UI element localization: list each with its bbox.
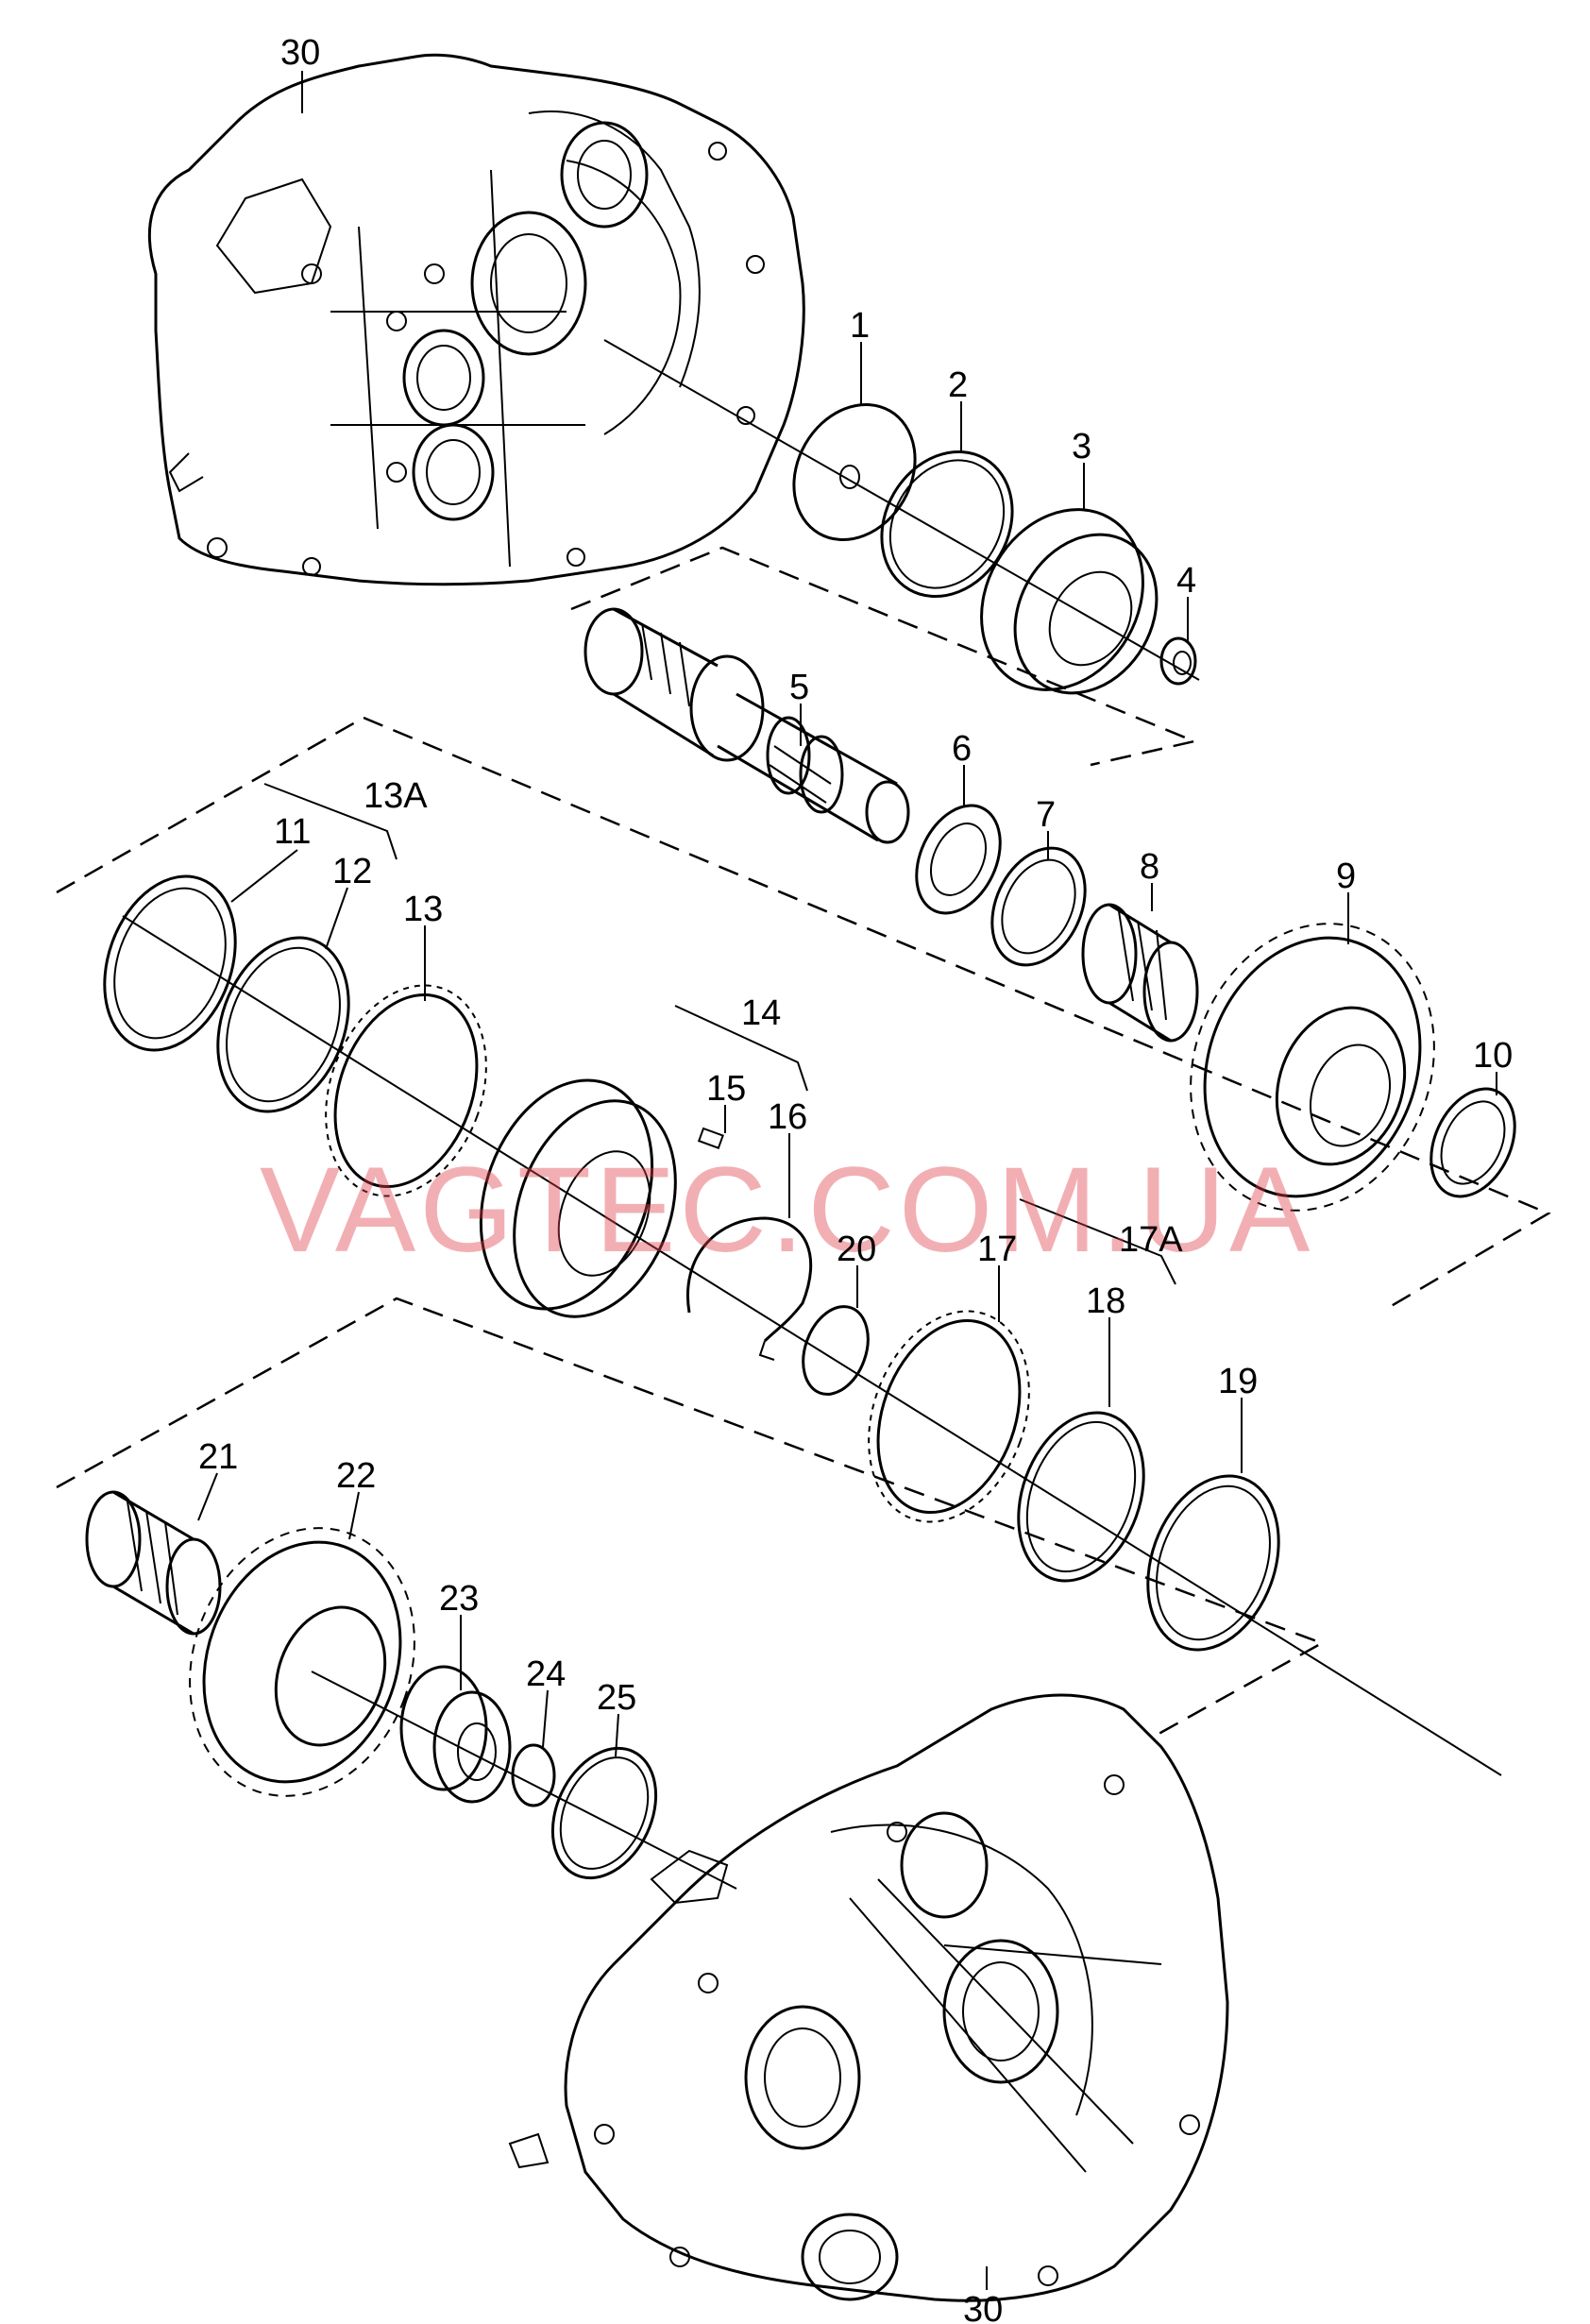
part-9-gear <box>1190 923 1435 1212</box>
part-17-synchro-ring <box>868 1310 1030 1523</box>
callout-30-top: 30 <box>280 33 320 73</box>
lower-gearbox-housing <box>508 1693 1229 2302</box>
part-16-spring-ring <box>686 1216 813 1361</box>
part-6-thrust-washer <box>915 804 1002 915</box>
callout-16: 16 <box>768 1097 807 1137</box>
part-3-ball-bearing <box>980 508 1159 695</box>
callout-22: 22 <box>336 1456 376 1496</box>
assembly-group-17A-border <box>56 1297 1325 1739</box>
part-19-synchro-ring <box>1146 1474 1280 1652</box>
part-2-shim <box>880 450 1014 599</box>
part-24-circlip <box>511 1743 556 1807</box>
callout-1: 1 <box>850 306 870 346</box>
callout-2: 2 <box>948 365 968 405</box>
part-4-nut <box>1159 636 1197 686</box>
part-22-gear <box>189 1527 415 1797</box>
callout-12: 12 <box>332 852 372 891</box>
callout-5: 5 <box>789 668 809 707</box>
callout-11: 11 <box>274 812 311 852</box>
part-1-disc <box>792 402 917 542</box>
callout-9: 9 <box>1336 857 1356 896</box>
callout-21: 21 <box>198 1437 238 1477</box>
part-23-bearing <box>399 1665 512 1804</box>
callout-25: 25 <box>597 1678 636 1718</box>
callout-17A: 17A <box>1119 1220 1183 1260</box>
callout-17: 17 <box>977 1230 1017 1269</box>
axis-line-bottom <box>311 1671 737 1890</box>
callout-8: 8 <box>1140 847 1159 887</box>
part-21-needle-bearing <box>85 1490 222 1636</box>
callout-18: 18 <box>1086 1281 1125 1321</box>
callout-30-bottom: 30 <box>963 2290 1003 2324</box>
part-18-synchro-ring <box>1017 1411 1145 1583</box>
axis-line-top <box>603 339 1200 681</box>
part-10-needle-ring <box>1429 1087 1516 1198</box>
callout-labels: 30 1 2 3 4 5 6 7 8 9 10 11 12 13 13A 14 … <box>198 33 1513 2324</box>
callout-20: 20 <box>837 1230 876 1269</box>
part-12-synchro-ring <box>216 936 350 1113</box>
assembly-group-5-border <box>570 546 1199 767</box>
part-7-needle-bearing-ring <box>990 846 1087 967</box>
part-14-synchro-hub <box>479 1078 724 1318</box>
callout-23: 23 <box>439 1579 479 1619</box>
callout-19: 19 <box>1218 1362 1258 1401</box>
part-11-synchro-ring <box>103 874 237 1052</box>
callout-7: 7 <box>1036 795 1056 835</box>
callout-10: 10 <box>1473 1036 1513 1076</box>
callout-4: 4 <box>1176 561 1196 601</box>
axis-line-middle <box>122 915 1502 1776</box>
part-13-synchro-ring <box>325 984 487 1197</box>
part-5-input-shaft <box>584 607 910 844</box>
leader-lines <box>197 71 1497 2290</box>
callout-13: 13 <box>403 890 443 929</box>
watermark-text: VAGTEC.COM.UA <box>260 1143 1313 1278</box>
callout-24: 24 <box>526 1654 566 1694</box>
callout-15: 15 <box>706 1069 746 1109</box>
callout-14: 14 <box>741 993 781 1033</box>
part-20-circlip <box>802 1305 870 1396</box>
callout-13A: 13A <box>364 776 428 816</box>
upper-gearbox-housing <box>148 53 805 586</box>
callout-3: 3 <box>1072 427 1091 466</box>
part-25-shim <box>550 1746 658 1880</box>
part-8-needle-bearing <box>1081 903 1199 1043</box>
callout-6: 6 <box>952 729 972 769</box>
assembly-group-13A-border <box>56 716 1551 1310</box>
